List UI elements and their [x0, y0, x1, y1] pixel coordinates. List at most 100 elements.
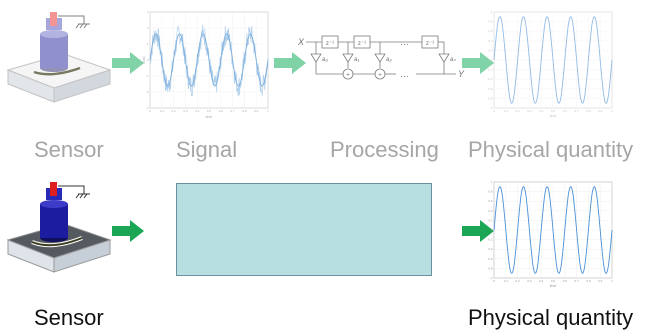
label-physical-quantity-bottom: Physical quantity [468, 305, 634, 330]
xtick-label: 0.7 [575, 279, 580, 283]
signal-xtick-label: 0.1 [160, 109, 165, 113]
delay-label: z⁻¹ [358, 41, 366, 47]
right-arrow-icon [112, 52, 144, 74]
ytick-label: 0.4 [488, 209, 493, 213]
coefficient-label: a₂ [386, 57, 392, 63]
ytick-label: -0.4 [487, 77, 493, 81]
xtick-label: 0.6 [563, 109, 568, 113]
xtick-label: 0.7 [575, 109, 580, 113]
ytick-label: 0.2 [488, 218, 493, 222]
xtick-label: 0.8 [586, 279, 591, 283]
xtick-label: 1 [611, 109, 613, 113]
label-sensor-bottom: Sensor [34, 305, 104, 330]
signal-ytick-label: 2 [147, 26, 149, 30]
signal-ytick-label: -2 [146, 90, 149, 94]
ground-symbol-icon [75, 23, 90, 29]
ytick-label: 0 [491, 58, 493, 62]
ytick-label: -1 [490, 276, 493, 280]
right-arrow-icon [462, 220, 494, 242]
xtick-label: 0.9 [598, 279, 603, 283]
signal-xtick-label: 0.5 [207, 109, 212, 113]
ytick-label: 0.2 [488, 48, 493, 52]
signal-ytick-label: 1 [147, 42, 149, 46]
signal-xtick-label: 0.2 [172, 109, 177, 113]
output-sine-plot-bottom: 0 0.1 0.2 0.3 0.4 0.5 0.6 0.7 0.8 0.9 1 1 0.8 0.6 0.4 0… [487, 180, 613, 288]
filter-ellipsis: … [400, 37, 409, 47]
sensor-illustration-top [6, 12, 112, 103]
filter-output-label: Y [458, 69, 465, 79]
coefficient-label: aₙ [450, 57, 456, 63]
signal-ylabel: Amp [142, 56, 146, 63]
plot-xlabel: time [550, 284, 557, 288]
xtick-label: 0 [493, 279, 495, 283]
label-processing: Processing [330, 137, 439, 162]
ytick-label: 0.6 [488, 199, 493, 203]
ytick-label: -0.6 [487, 87, 493, 91]
ytick-label: -0.6 [487, 257, 493, 261]
xtick-label: 0.6 [563, 279, 568, 283]
svg-text:+: + [346, 73, 350, 79]
ytick-label: -0.2 [487, 238, 493, 242]
filter-input-label: X [297, 37, 305, 47]
signal-xtick-label: 0.4 [195, 109, 200, 113]
label-physical-quantity-top: Physical quantity [468, 137, 634, 162]
ytick-label: -0.2 [487, 68, 493, 72]
xtick-label: 0.4 [539, 279, 544, 283]
ytick-label: 1 [491, 10, 493, 14]
xtick-label: 0.3 [527, 279, 532, 283]
xtick-label: 0.1 [504, 279, 509, 283]
coefficient-label: a₀ [322, 57, 328, 63]
fir-filter-diagram: X Y z⁻¹ z⁻¹ z⁻¹ a₀ a₁ a₂ aₙ … … + + [297, 35, 465, 80]
ytick-label: 0.4 [488, 39, 493, 43]
ytick-label: 0.8 [488, 190, 493, 194]
right-arrow-icon [112, 220, 144, 242]
signal-ytick-label: -3 [146, 106, 149, 110]
sensor-illustration-bottom [6, 182, 112, 273]
signal-xlabel: time [206, 115, 213, 119]
signal-xtick-label: 0.7 [231, 109, 236, 113]
signal-plot: 0 0.1 0.2 0.3 0.4 0.5 0.6 0.7 0.8 0.9 1 3 2 1 0 -1 -2 -3… [142, 10, 269, 119]
ytick-label: -0.4 [487, 247, 493, 251]
ytick-label: 0.8 [488, 20, 493, 24]
ytick-label: -1 [490, 106, 493, 110]
xtick-label: 0.4 [539, 109, 544, 113]
xtick-label: 0.9 [598, 109, 603, 113]
sine-line [493, 16, 613, 104]
signal-ytick-label: 0 [147, 58, 149, 62]
label-signal: Signal [176, 137, 238, 162]
ytick-label: 0.6 [488, 29, 493, 33]
ytick-label: -0.8 [487, 96, 493, 100]
ytick-label: -0.8 [487, 266, 493, 270]
delay-label: z⁻¹ [426, 41, 434, 47]
sine-line [493, 186, 613, 274]
label-sensor-top: Sensor [34, 137, 104, 162]
xtick-label: 0.3 [527, 109, 532, 113]
svg-text:+: + [378, 73, 382, 79]
xtick-label: 0.5 [551, 279, 556, 283]
signal-xtick-label: 0 [149, 109, 151, 113]
signal-xtick-label: 0.6 [219, 109, 224, 113]
xtick-label: 0 [493, 109, 495, 113]
xtick-label: 0.2 [516, 279, 521, 283]
signal-xtick-label: 0.9 [254, 109, 259, 113]
signal-ytick-label: -1 [146, 74, 149, 78]
signal-xtick-label: 0.8 [242, 109, 247, 113]
signal-ytick-label: 3 [147, 10, 149, 14]
signal-xtick-label: 0.3 [183, 109, 188, 113]
right-arrow-icon [274, 52, 306, 74]
ground-symbol-icon [75, 193, 90, 199]
xtick-label: 1 [611, 279, 613, 283]
coefficient-label: a₁ [354, 57, 359, 63]
xtick-label: 0.5 [551, 109, 556, 113]
plot-xlabel: time [550, 114, 557, 118]
delay-label: z⁻¹ [326, 41, 334, 47]
signal-xtick-label: 1 [267, 109, 269, 113]
ytick-label: 0 [491, 228, 493, 232]
xtick-label: 0.2 [516, 109, 521, 113]
processing-box [176, 183, 432, 276]
xtick-label: 0.1 [504, 109, 509, 113]
ytick-label: 1 [491, 180, 493, 184]
filter-ellipsis: … [400, 69, 409, 79]
right-arrow-icon [462, 52, 494, 74]
